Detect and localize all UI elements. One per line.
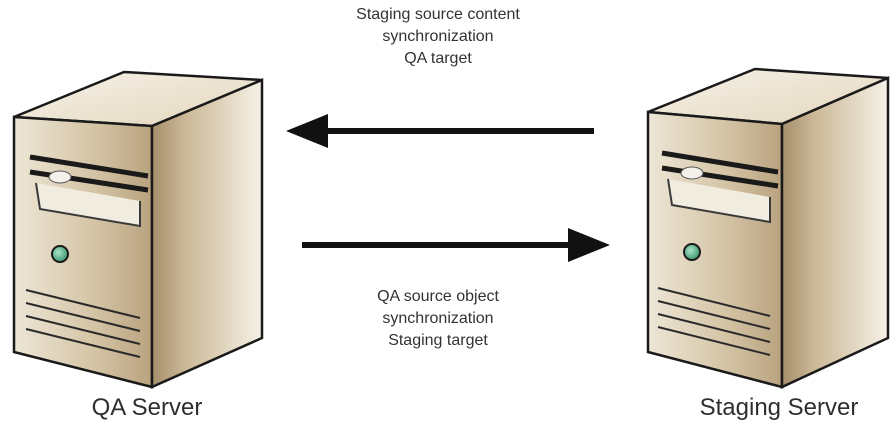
- qa-server-label: QA Server: [91, 394, 203, 421]
- arrow-left-icon: [286, 114, 594, 148]
- staging-to-qa-caption: Staging source content synchronization Q…: [318, 4, 558, 70]
- caption-line: Staging source content: [356, 6, 520, 23]
- caption-line: QA source object: [377, 288, 499, 305]
- caption-line: Staging target: [388, 332, 488, 349]
- caption-line: QA target: [404, 50, 472, 67]
- caption-line: synchronization: [382, 28, 494, 45]
- qa-to-staging-caption: QA source object synchronization Staging…: [318, 286, 558, 352]
- server-icon: [12, 70, 264, 389]
- server-icon: [646, 67, 890, 389]
- caption-line: synchronization: [382, 310, 494, 327]
- staging-server-label: Staging Server: [699, 394, 859, 421]
- arrow-right-icon: [302, 228, 610, 262]
